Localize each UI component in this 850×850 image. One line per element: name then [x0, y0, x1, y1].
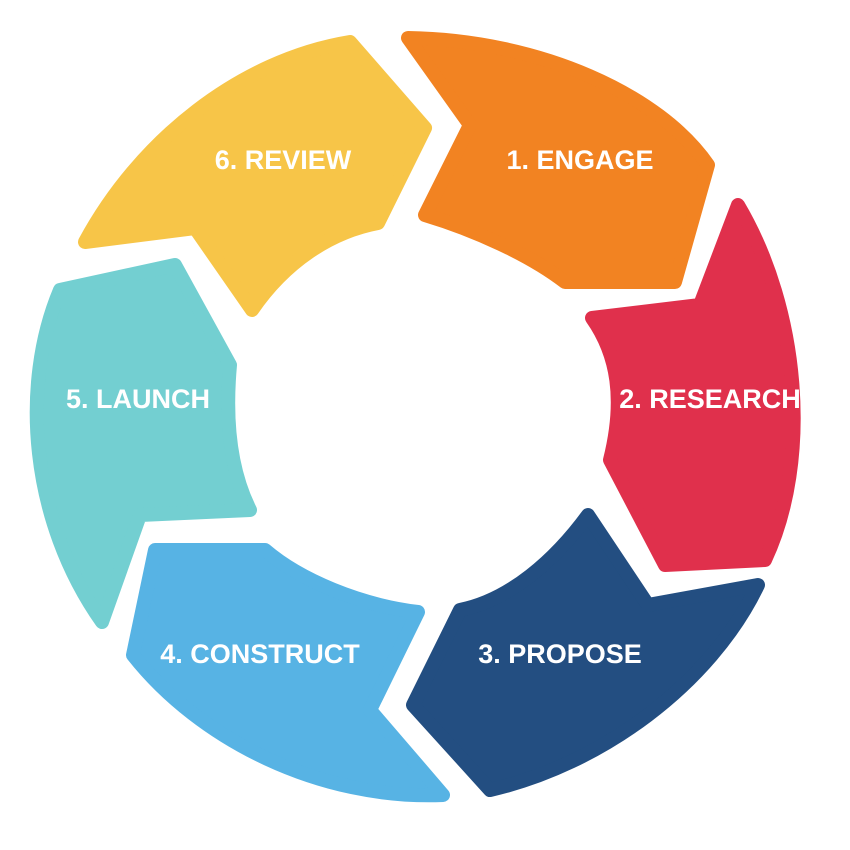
stage-engage: 1. ENGAGE — [401, 31, 715, 289]
stage-propose-label: 3. PROPOSE — [478, 639, 642, 669]
stage-construct: 4. CONSTRUCT — [126, 543, 450, 803]
stage-launch: 5. LAUNCH — [29, 258, 257, 629]
stage-construct-arrow — [126, 543, 450, 803]
stage-research-arrow — [585, 198, 801, 572]
stage-research-label: 2. RESEARCH — [619, 384, 801, 414]
stage-engage-arrow — [401, 31, 715, 289]
stage-propose: 3. PROPOSE — [406, 508, 765, 797]
stage-engage-label: 1. ENGAGE — [506, 145, 653, 175]
stage-launch-arrow — [29, 258, 257, 629]
stage-review-label: 6. REVIEW — [215, 145, 352, 175]
stage-propose-arrow — [406, 508, 765, 797]
stage-construct-label: 4. CONSTRUCT — [160, 639, 360, 669]
stage-review-arrow — [78, 35, 432, 317]
stage-research: 2. RESEARCH — [585, 198, 801, 572]
stage-launch-label: 5. LAUNCH — [66, 384, 210, 414]
stage-review: 6. REVIEW — [78, 35, 432, 317]
